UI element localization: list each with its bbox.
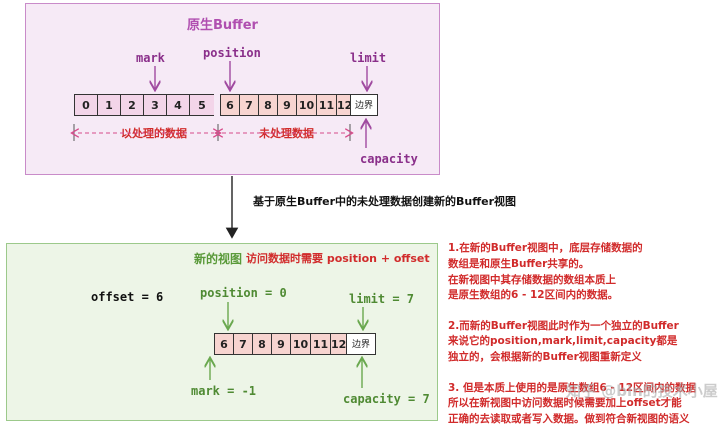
new-view-title: 新的视图 <box>194 252 243 266</box>
limit-label: limit <box>350 51 387 65</box>
note-line: 在新视图中其存储数据的数组本质上 <box>448 273 616 286</box>
new-view-panel <box>6 243 438 421</box>
buffer-cell: 2 <box>120 94 143 116</box>
view-cell: 6 <box>214 333 233 355</box>
note-line: 正确的去读取或者写入数据。做到符合新视图的语义 <box>448 413 690 426</box>
note-line: 3. 但是本质上使用的是原生数组6 - 12区间内的数据 <box>448 381 697 394</box>
capacity-label: capacity <box>360 152 418 166</box>
buffer-cell: 1 <box>97 94 120 116</box>
new-mark-label: mark = -1 <box>191 384 257 398</box>
view-cell: 11 <box>310 333 330 355</box>
new-capacity-label: capacity = 7 <box>343 392 430 406</box>
arrow-caption: 基于原生Buffer中的未处理数据创建新的Buffer视图 <box>253 195 517 208</box>
buffer-cell: 9 <box>277 94 296 116</box>
buffer-cell: 0 <box>74 94 97 116</box>
unprocessed-data-label: 未处理数据 <box>257 125 316 141</box>
offset-label: offset = 6 <box>91 290 164 304</box>
position-label: position <box>203 46 261 60</box>
buffer-cell: 4 <box>166 94 189 116</box>
original-buffer-title: 原生Buffer <box>187 18 258 33</box>
note-line: 所以在新视图中访问数据时候需要加上offset才能 <box>448 397 682 410</box>
view-cell: 9 <box>271 333 290 355</box>
explanation-notes: 1.在新的Buffer视图中，底层存储数据的 数组是和原生Buffer共享的。 … <box>448 241 716 442</box>
buffer-cell: 8 <box>258 94 277 116</box>
buffer-cell: 6 <box>220 94 239 116</box>
processed-data-label: 以处理的数据 <box>119 125 189 141</box>
note-line: 来说它的position,mark,limit,capacity都是 <box>448 335 678 348</box>
buffer-cell: 11 <box>316 94 336 116</box>
buffer-cell: 10 <box>296 94 316 116</box>
mark-label: mark <box>136 51 165 65</box>
buffer-cell: 3 <box>143 94 166 116</box>
view-cell: 7 <box>233 333 252 355</box>
new-limit-label: limit = 7 <box>349 292 415 306</box>
note-line: 数组是和原生Buffer共享的。 <box>448 257 590 270</box>
view-cell: 8 <box>252 333 271 355</box>
note-line: 是原生数组的6 - 12区间内的数据。 <box>448 289 619 302</box>
buffer-cell: 7 <box>239 94 258 116</box>
new-view-subtitle: 访问数据时需要 position + offset <box>246 252 430 265</box>
note-line: 1.在新的Buffer视图中，底层存储数据的 <box>448 242 643 254</box>
note-line: 2.而新的Buffer视图此时作为一个独立的Buffer <box>448 319 679 332</box>
buffer-cell: 5 <box>189 94 214 116</box>
view-boundary-cell: 边界 <box>346 333 376 355</box>
view-cell: 10 <box>290 333 310 355</box>
buffer-cell: 12 <box>336 94 352 116</box>
buffer-boundary-cell: 边界 <box>350 94 378 116</box>
view-cell: 12 <box>330 333 346 355</box>
new-position-label: position = 0 <box>200 286 287 300</box>
note-line: 独立的，会根据新的Buffer视图重新定义 <box>448 351 642 364</box>
watermark: 知乎 @bin的技术小屋 <box>566 382 718 400</box>
